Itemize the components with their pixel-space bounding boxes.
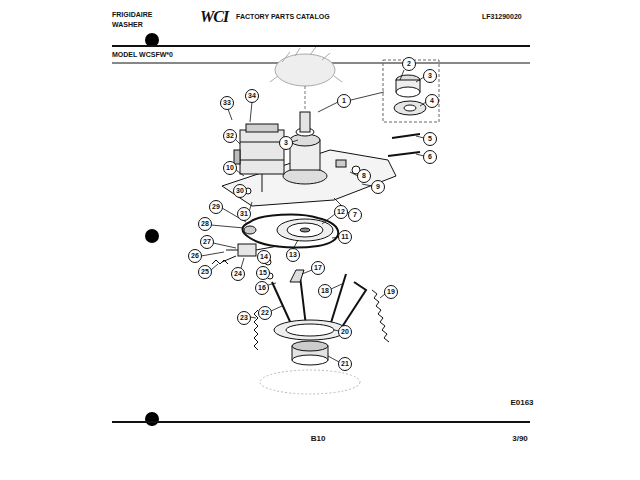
base-shadow: [260, 370, 360, 394]
callout-number: 21: [338, 357, 352, 371]
callout-number: 14: [257, 250, 271, 264]
callout-number: 30: [233, 184, 247, 198]
callout-number: 4: [425, 94, 439, 108]
tub-hub: [270, 47, 342, 110]
callout-number: 33: [220, 96, 234, 110]
callout-number: 5: [423, 132, 437, 146]
callout-number: 1: [337, 94, 351, 108]
callout-number: 23: [237, 311, 251, 325]
callout-number: 31: [237, 207, 251, 221]
catalog-date: 3/90: [511, 434, 529, 443]
callout-number: 6: [423, 150, 437, 164]
catalog-number: LF31290020: [482, 13, 522, 21]
callout-number: 19: [384, 285, 398, 299]
callout-number: 34: [245, 89, 259, 103]
callout-number: 25: [198, 265, 212, 279]
callout-number: 3: [279, 136, 293, 150]
binding-holes: [145, 33, 159, 426]
figure-code: E0163: [509, 398, 534, 407]
machine-parts: [212, 60, 439, 365]
callout-number: 26: [188, 249, 202, 263]
callout-number: 12: [334, 205, 348, 219]
callout-number: 7: [348, 208, 362, 222]
rules: [112, 46, 530, 422]
model-number: MODEL WCSFW*0: [112, 51, 173, 59]
callout-number: 10: [223, 161, 237, 175]
callout-number: 3: [423, 69, 437, 83]
appliance-type: WASHER: [112, 21, 143, 29]
callout-number: 16: [255, 281, 269, 295]
callout-number: 22: [258, 306, 272, 320]
callout-number: 11: [338, 230, 352, 244]
leader-lines: [201, 70, 426, 362]
callout-number: 28: [198, 217, 212, 231]
publisher-logo: WCI: [200, 9, 228, 25]
callout-number: 32: [223, 129, 237, 143]
callout-number: 18: [318, 284, 332, 298]
callout-number: 20: [338, 325, 352, 339]
callout-number: 29: [209, 200, 223, 214]
callout-number: 17: [311, 261, 325, 275]
page-number: B10: [310, 434, 327, 443]
callout-number: 13: [286, 248, 300, 262]
callout-number: 24: [231, 267, 245, 281]
callout-number: 15: [256, 266, 270, 280]
callout-number: 27: [200, 235, 214, 249]
callout-number: 8: [357, 169, 371, 183]
catalog-title: FACTORY PARTS CATALOG: [236, 13, 330, 21]
callout-number: 2: [402, 57, 416, 71]
callout-number: 9: [371, 180, 385, 194]
brand-name: FRIGIDAIRE: [112, 11, 152, 19]
